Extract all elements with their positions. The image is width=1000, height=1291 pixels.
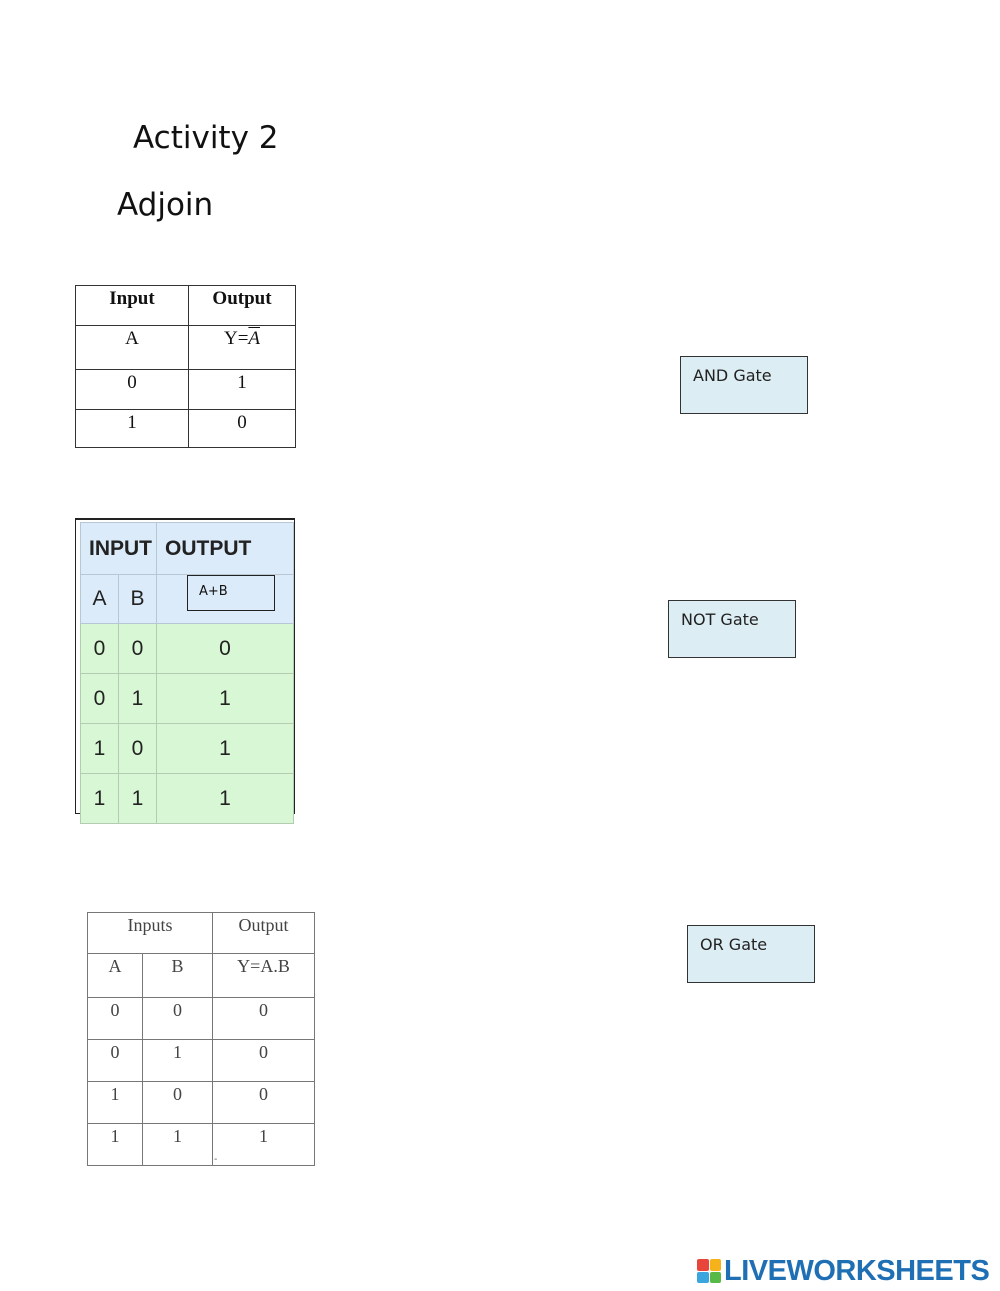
or-truth-table: INPUT OUTPUT A B 0 0 0 0 1 1 1 0 1 1 1 1 — [80, 522, 294, 824]
cell: 0 — [80, 673, 119, 724]
or-truth-table-frame: INPUT OUTPUT A B 0 0 0 0 1 1 1 0 1 1 1 1 — [75, 518, 295, 824]
table-row: 0 1 1 — [80, 673, 294, 724]
cell: 1 — [142, 1039, 213, 1082]
logo-square — [697, 1271, 709, 1283]
not-truth-table: Input Output A Y=A 0 1 1 0 — [75, 285, 296, 448]
cell: 0 — [212, 1081, 315, 1124]
cell: 1 — [80, 723, 119, 774]
cell: 1 — [87, 1123, 143, 1166]
cell: 1 — [142, 1123, 213, 1166]
cell: 1 — [156, 673, 294, 724]
header-output: Output — [212, 912, 315, 954]
cell: 0 — [87, 1039, 143, 1082]
cell: 1 — [118, 673, 157, 724]
cell: 0 — [142, 997, 213, 1040]
table-row: 1 0 0 — [87, 1081, 315, 1124]
cell: 0 — [75, 369, 189, 410]
table-row: 1 1 1 — [87, 1123, 315, 1166]
subheader-y-not-a: Y=A — [188, 325, 296, 370]
liveworksheets-logo-icon — [697, 1259, 721, 1283]
y-prefix: Y= — [223, 328, 249, 349]
table-row: 1 1 1 — [80, 773, 294, 824]
cell: 0 — [212, 997, 315, 1040]
logo-square — [709, 1259, 721, 1271]
cell: 1 — [118, 773, 157, 824]
and-truth-table: Inputs Output A B Y=A.B 0 0 0 0 1 0 1 0 … — [87, 912, 315, 1166]
header-inputs: Inputs — [87, 912, 213, 954]
not-gate-drag-box[interactable]: NOT Gate — [668, 600, 796, 658]
table-subheader-row: A B Y=A.B — [87, 953, 315, 998]
subheader-y: Y=A.B — [212, 953, 315, 998]
cell: 0 — [87, 997, 143, 1040]
logo-text: LIVEWORKSHEETS — [724, 1254, 990, 1287]
table-row: 0 1 0 — [87, 1039, 315, 1082]
header-input: INPUT — [80, 522, 157, 575]
cell: 1 — [80, 773, 119, 824]
and-gate-drag-box[interactable]: AND Gate — [680, 356, 808, 414]
table-row: 1 0 1 — [80, 723, 294, 774]
header-input: Input — [75, 285, 189, 326]
cell: 1 — [156, 773, 294, 824]
subheader-a: A — [75, 325, 189, 370]
cell: 1 — [212, 1123, 315, 1166]
table-footnote-mark: - — [214, 1154, 218, 1165]
table-header-row: Input Output — [75, 285, 296, 326]
page-subtitle: Adjoin — [117, 187, 214, 223]
header-output: Output — [188, 285, 296, 326]
subheader-b: B — [142, 953, 213, 998]
cell: 0 — [188, 409, 296, 448]
page-title: Activity 2 — [133, 120, 279, 156]
subheader-b: B — [118, 574, 157, 624]
table-subheader-row: A Y=A — [75, 325, 296, 370]
cell: 0 — [212, 1039, 315, 1082]
table-row: 0 0 0 — [87, 997, 315, 1040]
cell: 0 — [118, 723, 157, 774]
expression-drop-slot[interactable]: A+B — [187, 575, 275, 611]
cell: 0 — [118, 623, 157, 674]
or-gate-drag-box[interactable]: OR Gate — [687, 925, 815, 983]
subheader-a: A — [80, 574, 119, 624]
cell: 1 — [75, 409, 189, 448]
subheader-a: A — [87, 953, 143, 998]
cell: 0 — [142, 1081, 213, 1124]
liveworksheets-logo: LIVEWORKSHEETS — [697, 1254, 990, 1287]
header-output: OUTPUT — [156, 522, 294, 575]
table-row: 0 0 0 — [80, 623, 294, 674]
table-header-row: INPUT OUTPUT — [80, 522, 294, 575]
cell: 0 — [80, 623, 119, 674]
logo-square — [709, 1271, 721, 1283]
cell: 1 — [156, 723, 294, 774]
table-row: 0 1 — [75, 369, 296, 410]
logo-square — [697, 1259, 709, 1271]
cell: 0 — [156, 623, 294, 674]
a-bar: A — [248, 328, 261, 349]
cell: 1 — [87, 1081, 143, 1124]
table-row: 1 0 — [75, 409, 296, 448]
table-header-row: Inputs Output — [87, 912, 315, 954]
cell: 1 — [188, 369, 296, 410]
